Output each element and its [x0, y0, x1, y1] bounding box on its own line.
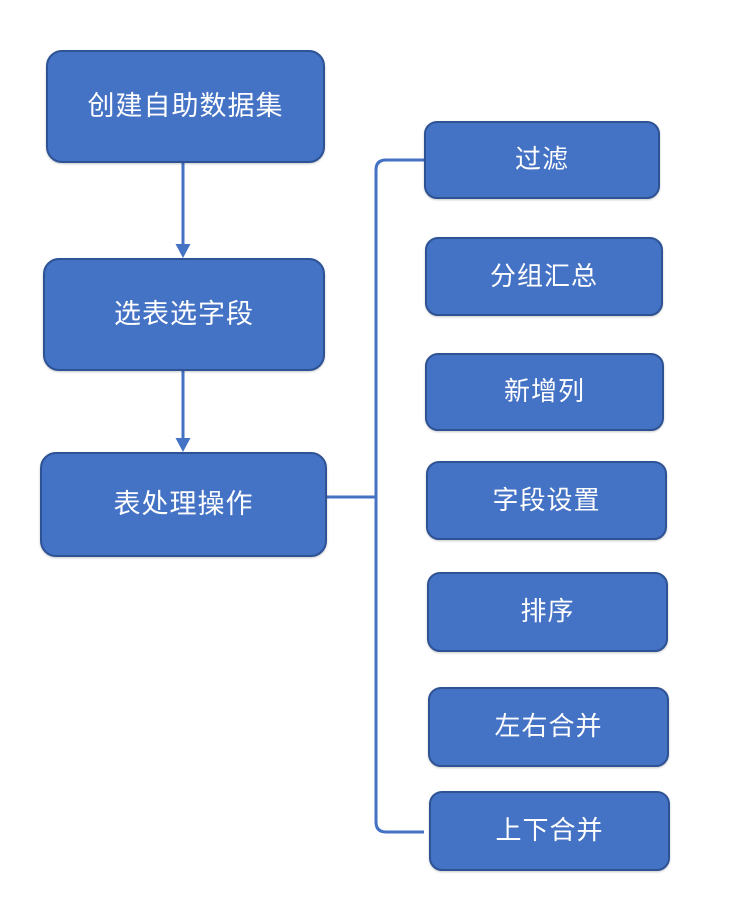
node-label: 左右合并 [494, 711, 603, 742]
node-select-table-fields[interactable]: 选表选字段 [43, 258, 325, 371]
arrow-select-to-ops [175, 371, 191, 452]
node-label: 新增列 [503, 376, 585, 407]
node-table-operations[interactable]: 表处理操作 [40, 452, 327, 557]
node-label: 字段设置 [492, 484, 601, 515]
node-add-column[interactable]: 新增列 [425, 353, 664, 431]
node-filter[interactable]: 过滤 [424, 121, 660, 199]
node-merge-left-right[interactable]: 左右合并 [428, 687, 669, 767]
node-label: 选表选字段 [114, 299, 254, 330]
node-label: 分组汇总 [489, 260, 598, 291]
node-label: 排序 [520, 596, 575, 627]
node-field-setting[interactable]: 字段设置 [426, 461, 667, 540]
node-label: 创建自助数据集 [87, 91, 284, 122]
node-label: 过滤 [514, 144, 569, 175]
node-group-summary[interactable]: 分组汇总 [425, 237, 663, 316]
operations-bracket [327, 158, 424, 834]
node-sort[interactable]: 排序 [427, 572, 668, 652]
arrow-create-to-select [175, 163, 191, 258]
node-create-dataset[interactable]: 创建自助数据集 [46, 50, 325, 163]
node-merge-top-bottom[interactable]: 上下合并 [429, 791, 670, 871]
node-label: 上下合并 [495, 815, 604, 846]
node-label: 表处理操作 [113, 489, 254, 520]
